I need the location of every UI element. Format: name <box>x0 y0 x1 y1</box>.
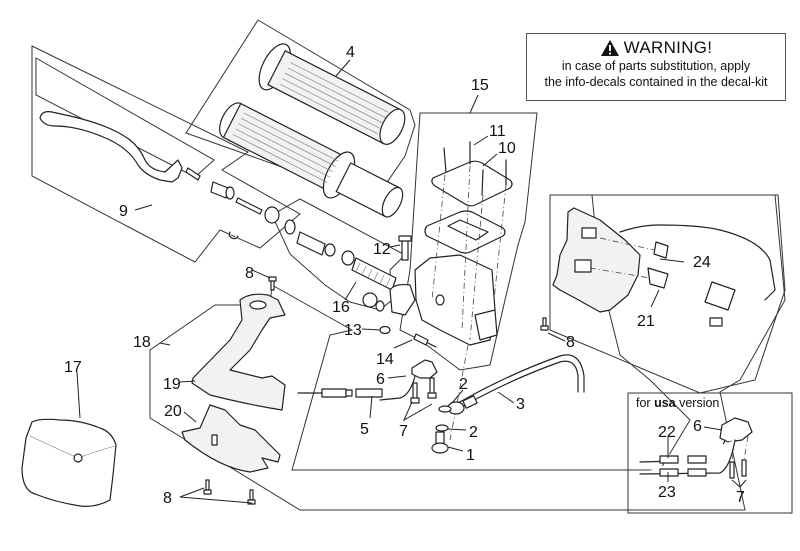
callout-2-top: 2 <box>459 376 468 393</box>
callout-14: 14 <box>376 351 394 368</box>
warning-box: WARNING! in case of parts substitution, … <box>526 33 786 101</box>
warning-title: WARNING! <box>623 38 713 57</box>
part-banjo-bolt <box>431 431 449 454</box>
part-switch-21 <box>647 267 669 289</box>
part-piston-kit <box>284 219 397 312</box>
warning-triangle-icon <box>600 40 619 56</box>
part-throttle-housing <box>379 359 438 401</box>
callout-15: 15 <box>471 77 489 94</box>
part-brake-light-switch <box>413 333 437 348</box>
callout-16: 16 <box>332 299 350 316</box>
callout-19: 19 <box>163 376 181 393</box>
usa-label-bold: usa <box>654 396 676 410</box>
leader-lines <box>76 59 747 504</box>
callout-7: 7 <box>399 423 408 440</box>
callout-22: 22 <box>658 424 676 441</box>
callout-1: 1 <box>466 447 475 464</box>
callout-8-bottom: 8 <box>163 490 172 507</box>
callout-6: 6 <box>376 371 385 388</box>
callout-3: 3 <box>516 396 525 413</box>
part-pivot-pin <box>398 235 412 261</box>
part-washers <box>435 405 452 432</box>
callout-11: 11 <box>489 123 506 140</box>
frame-usa-inset <box>627 392 793 514</box>
frame-piston-group <box>271 198 406 311</box>
usa-label-suffix: version <box>675 396 720 410</box>
part-nut <box>379 325 391 335</box>
usa-label-prefix: for <box>636 396 655 410</box>
callout-17: 17 <box>64 359 82 376</box>
frame-grips-group <box>185 19 416 201</box>
frame-switch-group <box>549 194 786 394</box>
callout-20: 20 <box>164 403 182 420</box>
warning-line-2: the info-decals contained in the decal-k… <box>544 75 768 89</box>
callout-8-top: 8 <box>245 265 254 282</box>
callout-8-right: 8 <box>566 334 575 351</box>
callout-21: 21 <box>637 313 655 330</box>
part-switch-housing <box>552 207 776 327</box>
part-lower-handguard <box>181 404 281 473</box>
callout-18: 18 <box>133 334 151 351</box>
callout-usa-6: 6 <box>693 418 702 435</box>
part-master-cylinder <box>389 141 513 441</box>
callout-23: 23 <box>658 484 676 501</box>
part-brake-lever <box>39 111 280 240</box>
part-protective-cover <box>21 418 117 507</box>
callout-13: 13 <box>344 322 362 339</box>
callout-4: 4 <box>346 44 355 61</box>
part-usa-throttle-assembly <box>639 417 753 479</box>
warning-line-1: in case of parts substitution, apply <box>561 59 751 73</box>
callout-2-bottom: 2 <box>469 424 478 441</box>
warning-title-row: WARNING! <box>527 38 785 58</box>
callout-12: 12 <box>373 241 391 258</box>
part-handgrips <box>219 43 406 218</box>
part-upper-handguard <box>191 293 286 411</box>
part-screws-7 <box>410 377 437 404</box>
part-throttle-cable <box>297 388 383 398</box>
callout-10: 10 <box>498 140 516 157</box>
part-screws-8 <box>203 276 549 505</box>
usa-version-label: for usa version <box>636 396 719 410</box>
callouts: 4 15 11 10 9 8 12 16 13 14 18 17 19 20 6… <box>64 44 745 507</box>
callout-24: 24 <box>693 254 711 271</box>
part-switch-24 <box>653 241 669 259</box>
callout-9: 9 <box>119 203 128 220</box>
callout-5: 5 <box>360 421 369 438</box>
callout-usa-7: 7 <box>736 489 745 506</box>
